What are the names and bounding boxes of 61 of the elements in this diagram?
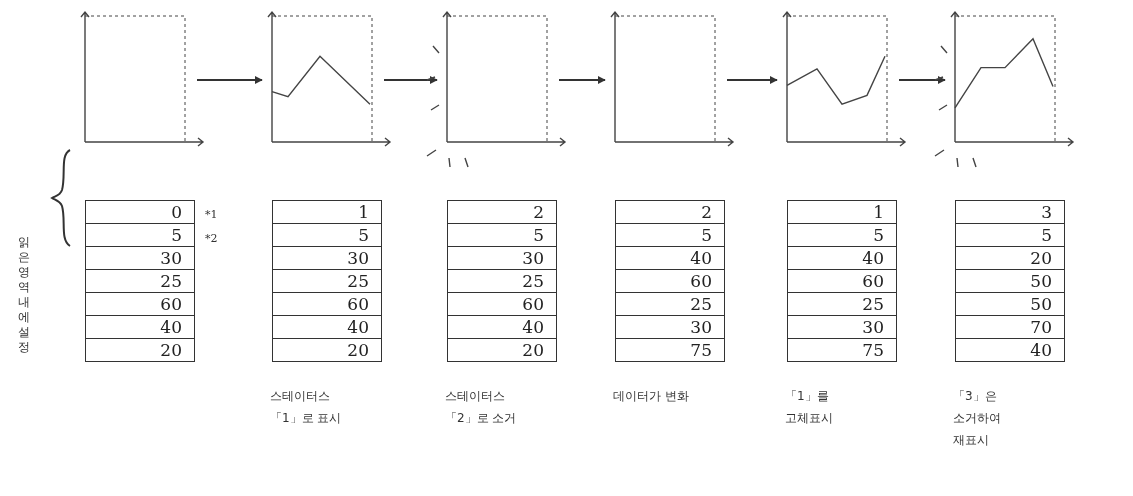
arrow [726,76,778,84]
footnote-mark: *2 [205,232,218,245]
table-cell: 5 [956,224,1064,247]
table-cell-text: 20 [159,339,183,361]
table-cell: 40 [788,247,896,270]
table-cell-text: 20 [346,339,370,361]
table-cell: 40 [86,316,194,339]
table-cell: 25 [86,270,194,293]
table-cell: 50 [956,293,1064,316]
data-table [85,200,195,362]
table-cell-text: 40 [1029,339,1053,361]
data-table [272,200,382,362]
table-cell: 30 [616,316,724,339]
arrow [383,76,438,84]
table-cell: 0 [86,201,194,224]
table-cell: 60 [273,293,381,316]
table-cell: 40 [448,316,556,339]
table-cell: 5 [86,224,194,247]
table-cell: 60 [616,270,724,293]
table-cell: 60 [86,293,194,316]
table-cell: 40 [616,247,724,270]
table-cell: 50 [956,270,1064,293]
data-table [955,200,1065,362]
table-cell: 20 [956,247,1064,270]
table-cell: 30 [86,247,194,270]
table-cell: 25 [448,270,556,293]
data-table [615,200,725,362]
table-cell: 60 [448,293,556,316]
vertical-note: 읽은 영역내에 설정 [18,235,31,355]
table-cell-text: 75 [689,339,713,361]
table-cell: 5 [273,224,381,247]
step-caption: 스테이터스 「2」로 소거 [445,388,518,427]
table-cell: 2 [448,201,556,224]
arrow [558,76,606,84]
table-cell: 2 [616,201,724,224]
table-cell: 1 [273,201,381,224]
table-cell: 5 [788,224,896,247]
table-cell: 70 [956,316,1064,339]
table-cell: 5 [616,224,724,247]
table-cell: 30 [448,247,556,270]
data-table [447,200,557,362]
step-caption: 데이터가 변화 [613,388,690,405]
table-cell: 3 [956,201,1064,224]
arrow [898,76,946,84]
table-cell: 1 [788,201,896,224]
step-caption: 「3」은 소거하여 재표시 [953,388,1002,449]
arrow [196,76,263,84]
step-caption: 「1」를 고체표시 [785,388,834,427]
table-cell-text: 75 [861,339,885,361]
table-cell: 30 [273,247,381,270]
table-cell: 30 [788,316,896,339]
table-cell: 25 [616,293,724,316]
table-cell-text: 20 [521,339,545,361]
table-cell: 40 [273,316,381,339]
table-cell: 5 [448,224,556,247]
table-cell: 25 [788,293,896,316]
table-cell: 60 [788,270,896,293]
step-caption: 스테이터스 「1」로 표시 [270,388,343,427]
table-cell: 25 [273,270,381,293]
data-table [787,200,897,362]
footnote-mark: *1 [205,208,218,221]
